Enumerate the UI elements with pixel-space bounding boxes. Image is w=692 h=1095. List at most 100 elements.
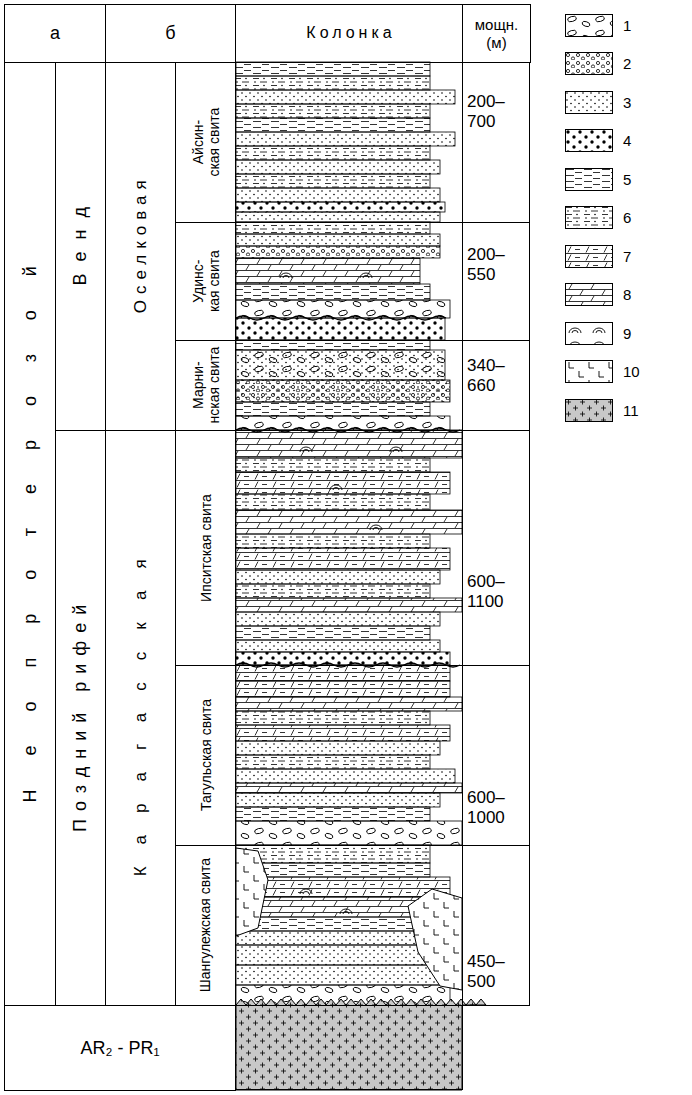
column-cell bbox=[236, 223, 463, 341]
rock-layer bbox=[236, 118, 430, 132]
rock-layer bbox=[236, 174, 430, 188]
rock-layer bbox=[236, 380, 450, 402]
rock-layer bbox=[236, 284, 430, 300]
thickness-cell-text: 600– 1100 bbox=[467, 572, 513, 613]
legend-item: 8 bbox=[565, 284, 631, 306]
rock-layer bbox=[236, 62, 430, 76]
rock-layer bbox=[236, 402, 430, 416]
thickness-label: 200– 700 bbox=[467, 92, 513, 133]
formation-cell: Марни- нская свита bbox=[175, 340, 236, 431]
thickness-cell bbox=[463, 431, 530, 666]
formation-cell: Ипситская свита bbox=[175, 430, 236, 666]
legend-number: 3 bbox=[623, 94, 631, 111]
rock-layer bbox=[236, 711, 430, 725]
stromatolite-symbol bbox=[340, 909, 352, 914]
rock-layer bbox=[236, 494, 430, 510]
legend-swatch bbox=[566, 53, 613, 75]
thickness-cell bbox=[463, 846, 530, 1006]
rock-layer bbox=[236, 380, 450, 402]
rock-layer bbox=[236, 350, 445, 380]
rock-layer bbox=[236, 534, 430, 548]
header-cell: а bbox=[4, 4, 106, 63]
rock-layer bbox=[236, 640, 440, 652]
granite-basement bbox=[236, 999, 486, 1090]
column-cell bbox=[236, 431, 463, 666]
header-cell: мощн. (м) bbox=[462, 4, 531, 63]
legend-number: 7 bbox=[623, 248, 631, 265]
legend-swatch-frame bbox=[565, 91, 613, 114]
legend-item: 5 bbox=[565, 168, 631, 190]
legend-swatch-frame bbox=[565, 206, 613, 229]
legend-number: 8 bbox=[623, 286, 631, 303]
thickness-cell-text: 200– 700 bbox=[467, 92, 513, 133]
legend-swatch bbox=[566, 361, 613, 383]
rock-layer bbox=[236, 821, 462, 845]
thickness-label: 450– 500 bbox=[467, 952, 513, 993]
thickness-cell bbox=[463, 223, 530, 341]
legend-swatch bbox=[566, 168, 613, 190]
formation-cell: Удинс- кая свита bbox=[175, 222, 236, 341]
thickness-cell bbox=[463, 666, 530, 846]
rock-layer bbox=[236, 258, 420, 284]
vertical-label: Неопротерозой bbox=[20, 232, 41, 836]
thickness-cell bbox=[463, 63, 530, 223]
rock-layer bbox=[236, 160, 440, 174]
vertical-label: Оселковая bbox=[131, 174, 151, 319]
stromatolite-symbol bbox=[330, 485, 342, 490]
legend-swatch bbox=[566, 245, 613, 267]
legend-swatch bbox=[566, 14, 613, 36]
vertical-label: Удинс- кая свита bbox=[189, 250, 221, 314]
formation-cell: Шангулежская свита bbox=[175, 845, 236, 1006]
vertical-label: Карагасская bbox=[131, 537, 151, 898]
legend-swatch-frame bbox=[565, 129, 613, 152]
rock-layer bbox=[236, 104, 430, 118]
rock-layer bbox=[236, 931, 440, 945]
legend-swatch bbox=[566, 284, 613, 306]
column-cell bbox=[236, 63, 463, 223]
legend-swatch-frame bbox=[565, 168, 613, 191]
rock-layer bbox=[236, 350, 445, 380]
thickness-label: 200– 550 bbox=[467, 245, 513, 286]
vertical-label: Шангулежская свита bbox=[197, 858, 213, 992]
header-cell: б bbox=[105, 4, 236, 63]
legend-item: 11 bbox=[565, 399, 639, 421]
stromatolites bbox=[280, 273, 402, 914]
legend-number: 11 bbox=[623, 402, 639, 419]
legend-number: 9 bbox=[623, 325, 631, 342]
rock-layer bbox=[236, 300, 450, 318]
thickness-label: 600– 1000 bbox=[467, 788, 513, 829]
cell-label: AR₂ - PR₁ bbox=[80, 1038, 159, 1059]
legend-swatch-frame bbox=[565, 360, 613, 383]
rock-layer bbox=[236, 793, 440, 807]
legend-number: 1 bbox=[623, 17, 631, 34]
legend-item: 1 bbox=[565, 14, 631, 36]
column-cell bbox=[236, 846, 463, 1006]
rock-layer bbox=[236, 807, 430, 821]
vertical-label: Марни- нская свита bbox=[189, 344, 221, 428]
cell-label: б bbox=[165, 23, 175, 44]
thickness-label: 340– 660 bbox=[467, 356, 513, 397]
legend-swatch-frame bbox=[565, 322, 613, 345]
stromatolite-symbol bbox=[300, 889, 312, 894]
rock-layer bbox=[236, 212, 440, 222]
rock-layer bbox=[236, 681, 450, 697]
rock-layer bbox=[236, 570, 440, 584]
legend-swatch bbox=[566, 130, 613, 152]
basalt-bodies bbox=[236, 848, 462, 990]
legend-swatch-frame bbox=[565, 245, 613, 268]
stromatolite-symbol bbox=[370, 525, 382, 530]
cell-label: а bbox=[50, 23, 60, 44]
legend-item: 3 bbox=[565, 91, 631, 113]
thickness-cell-text: 200– 550 bbox=[467, 245, 513, 286]
system-cell: Венд bbox=[55, 62, 106, 431]
legend-item: 9 bbox=[565, 322, 631, 344]
table-cells bbox=[236, 63, 530, 1090]
rock-layer bbox=[236, 188, 440, 202]
rock-layer bbox=[236, 318, 445, 340]
series-cell: Карагасская bbox=[105, 430, 176, 1006]
legend-swatch-frame bbox=[565, 399, 613, 422]
column-cell bbox=[236, 341, 463, 431]
